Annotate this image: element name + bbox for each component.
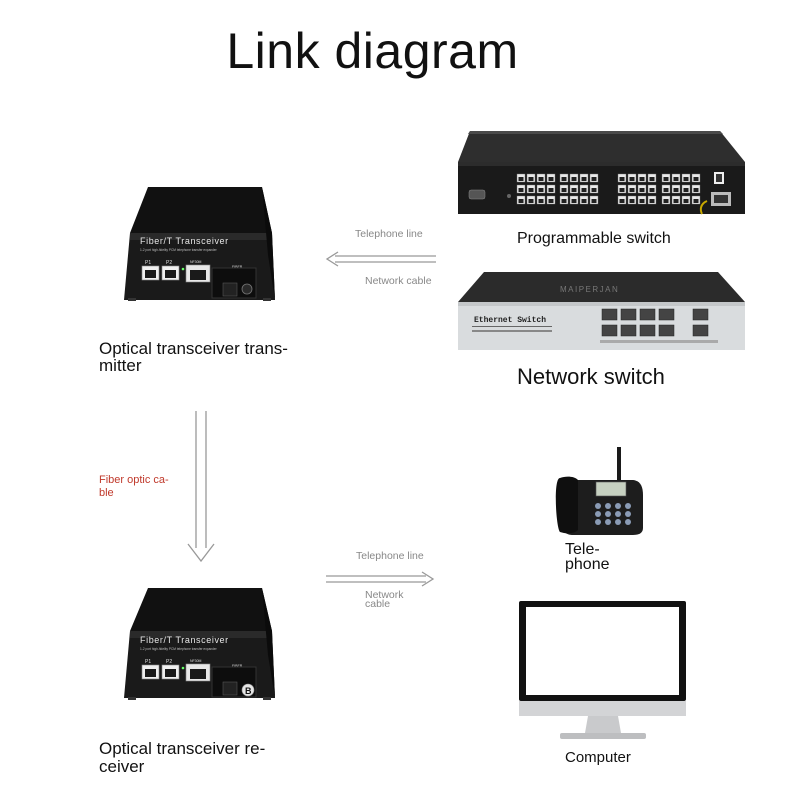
rj11-port-socket [528,188,534,192]
top-network-cable-label: Network cable [365,275,432,287]
rj11-port-socket [571,188,577,192]
port-label-p2: P2 [166,659,172,665]
transmitter-label-line2: mitter [99,356,142,375]
rj11-port-socket [538,177,544,181]
rj11-port-socket [693,199,699,203]
rj11-port-socket [561,188,567,192]
rj11-port-socket [649,177,655,181]
rj11-port-socket [683,177,689,181]
rj11-port-socket [673,199,679,203]
rj11-port-socket [561,199,567,203]
network-switch-brand: MAIPERJAN [560,285,619,294]
port-label-fiber: FIBER [232,664,243,668]
rj11-port-socket [649,199,655,203]
rj11-port-socket [548,177,554,181]
bottom-telephone-line-label: Telephone line [356,550,424,562]
port-label-rj45: NF30M [190,260,202,264]
rj11-port-socket [581,199,587,203]
computer-label: Computer [565,749,631,766]
rj11-port-socket [591,199,597,203]
rj11-port-socket [649,188,655,192]
rj11-port-socket [528,199,534,203]
programmable-switch-label: Programmable switch [517,230,671,247]
rj11-port-socket [591,188,597,192]
receiver-badge: B [245,686,252,696]
bottom-cable-label: cable [365,598,391,610]
fiber-optic-label-line2: ble [99,487,114,499]
rj11-port-socket [663,199,669,203]
rj11-port-socket [518,188,524,192]
fiber-optic-label-line1: Fiber optic ca- [99,474,169,486]
rj11-port-socket [629,188,635,192]
rj11-port-socket [619,177,625,181]
transmitter-label-line1: Optical transceiver trans- [99,339,288,358]
rj11-port-socket [629,199,635,203]
rj11-port-socket [581,177,587,181]
rj11-port-socket [673,177,679,181]
telephone-label-line2: phone [565,556,610,573]
network-switch-label: Network switch [517,364,665,389]
rj11-port-socket [673,188,679,192]
rj11-port-socket [639,188,645,192]
rj11-port-socket [538,188,544,192]
rj11-port-socket [663,177,669,181]
rj11-port-socket [561,177,567,181]
rj11-port-socket [619,199,625,203]
receiver-panel-text: Fiber/T Transceiver [140,635,229,645]
port-label-fiber: FIBER [232,265,243,269]
rj11-port-socket [571,199,577,203]
rj11-port-socket [538,199,544,203]
rj11-port-socket [518,177,524,181]
telephone-label-line1: Tele- [565,541,600,558]
rj11-port-socket [629,177,635,181]
rj11-port-socket [518,199,524,203]
receiver-label-line1: Optical transceiver re- [99,739,266,758]
receiver-badge-icon [241,683,255,697]
rj11-port-socket [548,199,554,203]
port-label-p2: P2 [166,260,172,266]
rj11-port-socket [693,177,699,181]
rj11-port-socket [581,188,587,192]
network-switch-panel-text: Ethernet Switch [474,316,546,325]
port-label-rj45: NF30M [190,659,202,663]
transmitter-panel-text: Fiber/T Transceiver [140,236,229,246]
page-title: Link diagram [226,23,519,79]
rj11-port-socket [683,199,689,203]
port-label-p1: P1 [145,260,151,266]
rj11-port-socket [548,188,554,192]
rj11-port-socket [528,177,534,181]
rj11-port-socket [619,188,625,192]
receiver-panel-subtext: 1-2 port high-fidelity PCM telephone tra… [140,647,218,651]
transmitter-panel-subtext: 1-2 port high-fidelity PCM telephone tra… [140,248,218,252]
rj11-port-socket [571,177,577,181]
rj11-port-socket [683,188,689,192]
rj11-port-socket [663,188,669,192]
bottom-network-label: Network [365,589,404,601]
top-telephone-line-label: Telephone line [355,228,423,240]
receiver-label-line2: ceiver [99,757,145,776]
rj11-port-socket [693,188,699,192]
port-label-p1: P1 [145,659,151,665]
rj11-port-socket [639,199,645,203]
rj11-port-socket [639,177,645,181]
rj11-port-socket [591,177,597,181]
